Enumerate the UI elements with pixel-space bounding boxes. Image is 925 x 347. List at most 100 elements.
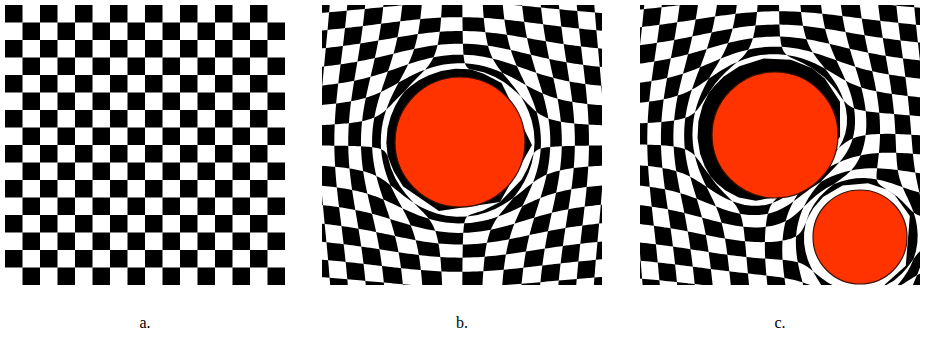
checker-square — [677, 282, 696, 285]
checker-square — [23, 198, 41, 216]
checker-square — [580, 224, 599, 244]
checker-square — [180, 40, 198, 58]
checker-square — [868, 53, 889, 75]
checker-square — [75, 40, 93, 58]
checker-square — [657, 22, 677, 42]
checker-square — [851, 153, 879, 170]
checker-square — [163, 23, 181, 41]
checker-square — [640, 205, 654, 226]
checker-square — [322, 124, 335, 145]
checker-square — [746, 257, 766, 276]
checker-square — [233, 93, 251, 111]
checker-square — [425, 55, 465, 70]
checker-square — [502, 268, 523, 285]
checker-square — [549, 59, 569, 81]
checker-square — [58, 23, 76, 41]
checker-square — [268, 58, 286, 76]
checker-square — [5, 5, 23, 23]
checker-square — [40, 5, 58, 23]
checker-square — [347, 5, 367, 11]
checker-square — [110, 180, 128, 198]
checker-square — [647, 145, 662, 168]
checker-square — [743, 227, 765, 242]
checker-square — [198, 268, 216, 286]
checker-square — [268, 268, 286, 286]
checker-square — [93, 23, 111, 41]
checker-square — [483, 254, 506, 271]
checker-square — [180, 145, 198, 163]
checker-square — [233, 58, 251, 76]
checker-square — [5, 145, 23, 163]
checker-square — [128, 268, 146, 286]
checker-square — [558, 99, 575, 124]
checker-square — [640, 81, 652, 103]
checker-square — [640, 165, 650, 187]
checker-square — [75, 110, 93, 128]
checker-square — [725, 239, 746, 257]
checker-square — [386, 69, 532, 211]
checker-square — [58, 163, 76, 181]
checker-square — [540, 263, 560, 282]
checker-square — [523, 249, 544, 268]
checker-square — [163, 268, 181, 286]
checker-square — [75, 145, 93, 163]
checker-square — [93, 268, 111, 286]
checker-square — [565, 207, 584, 228]
checker-panel — [256, 0, 667, 347]
checker-square — [878, 5, 898, 23]
checker-square — [128, 233, 146, 251]
checker-square — [145, 40, 163, 58]
checker-square — [128, 58, 146, 76]
checker-square — [75, 215, 93, 233]
checker-square — [915, 173, 920, 196]
checker-square — [110, 250, 128, 268]
checker-square — [877, 168, 903, 187]
checker-square — [215, 75, 233, 93]
checker-square — [440, 257, 462, 272]
checker-square — [599, 203, 602, 223]
checker-square — [879, 134, 896, 153]
checker-square — [163, 93, 181, 111]
checker-square — [323, 205, 342, 226]
checker-panel — [570, 0, 925, 347]
checker-square — [361, 146, 376, 176]
checker-square — [883, 38, 903, 58]
checker-square — [93, 233, 111, 251]
checker-square — [911, 135, 920, 155]
checker-square — [862, 18, 883, 38]
checker-square — [145, 145, 163, 163]
checker-square — [571, 167, 588, 190]
checker-square — [198, 93, 216, 111]
checker-square — [343, 26, 363, 46]
checker-square — [5, 180, 23, 198]
checker-square — [58, 93, 76, 111]
checker-square — [866, 111, 880, 135]
checker-square — [564, 44, 583, 65]
checker-square — [539, 5, 559, 9]
checker-square — [574, 123, 589, 145]
checker-square — [898, 23, 918, 43]
checker-square — [438, 31, 463, 45]
checker-square — [233, 128, 251, 146]
checker-square — [642, 279, 661, 285]
panel-label: b. — [456, 314, 468, 332]
checker-square — [779, 11, 803, 26]
checker-square — [361, 247, 382, 266]
checker-square — [504, 20, 527, 38]
checker-square — [128, 163, 146, 181]
panel-label: a. — [139, 314, 150, 332]
checker-square — [110, 215, 128, 233]
checker-square — [416, 240, 441, 257]
checker-square — [783, 260, 803, 283]
checker-square — [383, 5, 403, 7]
checker-square — [322, 259, 330, 278]
checker-square — [677, 5, 698, 22]
checker-square — [889, 74, 908, 95]
checker-square — [110, 110, 128, 128]
checker-square — [233, 163, 251, 181]
checker-square — [463, 243, 487, 258]
checker-square — [595, 13, 602, 32]
checker-square — [506, 235, 530, 254]
